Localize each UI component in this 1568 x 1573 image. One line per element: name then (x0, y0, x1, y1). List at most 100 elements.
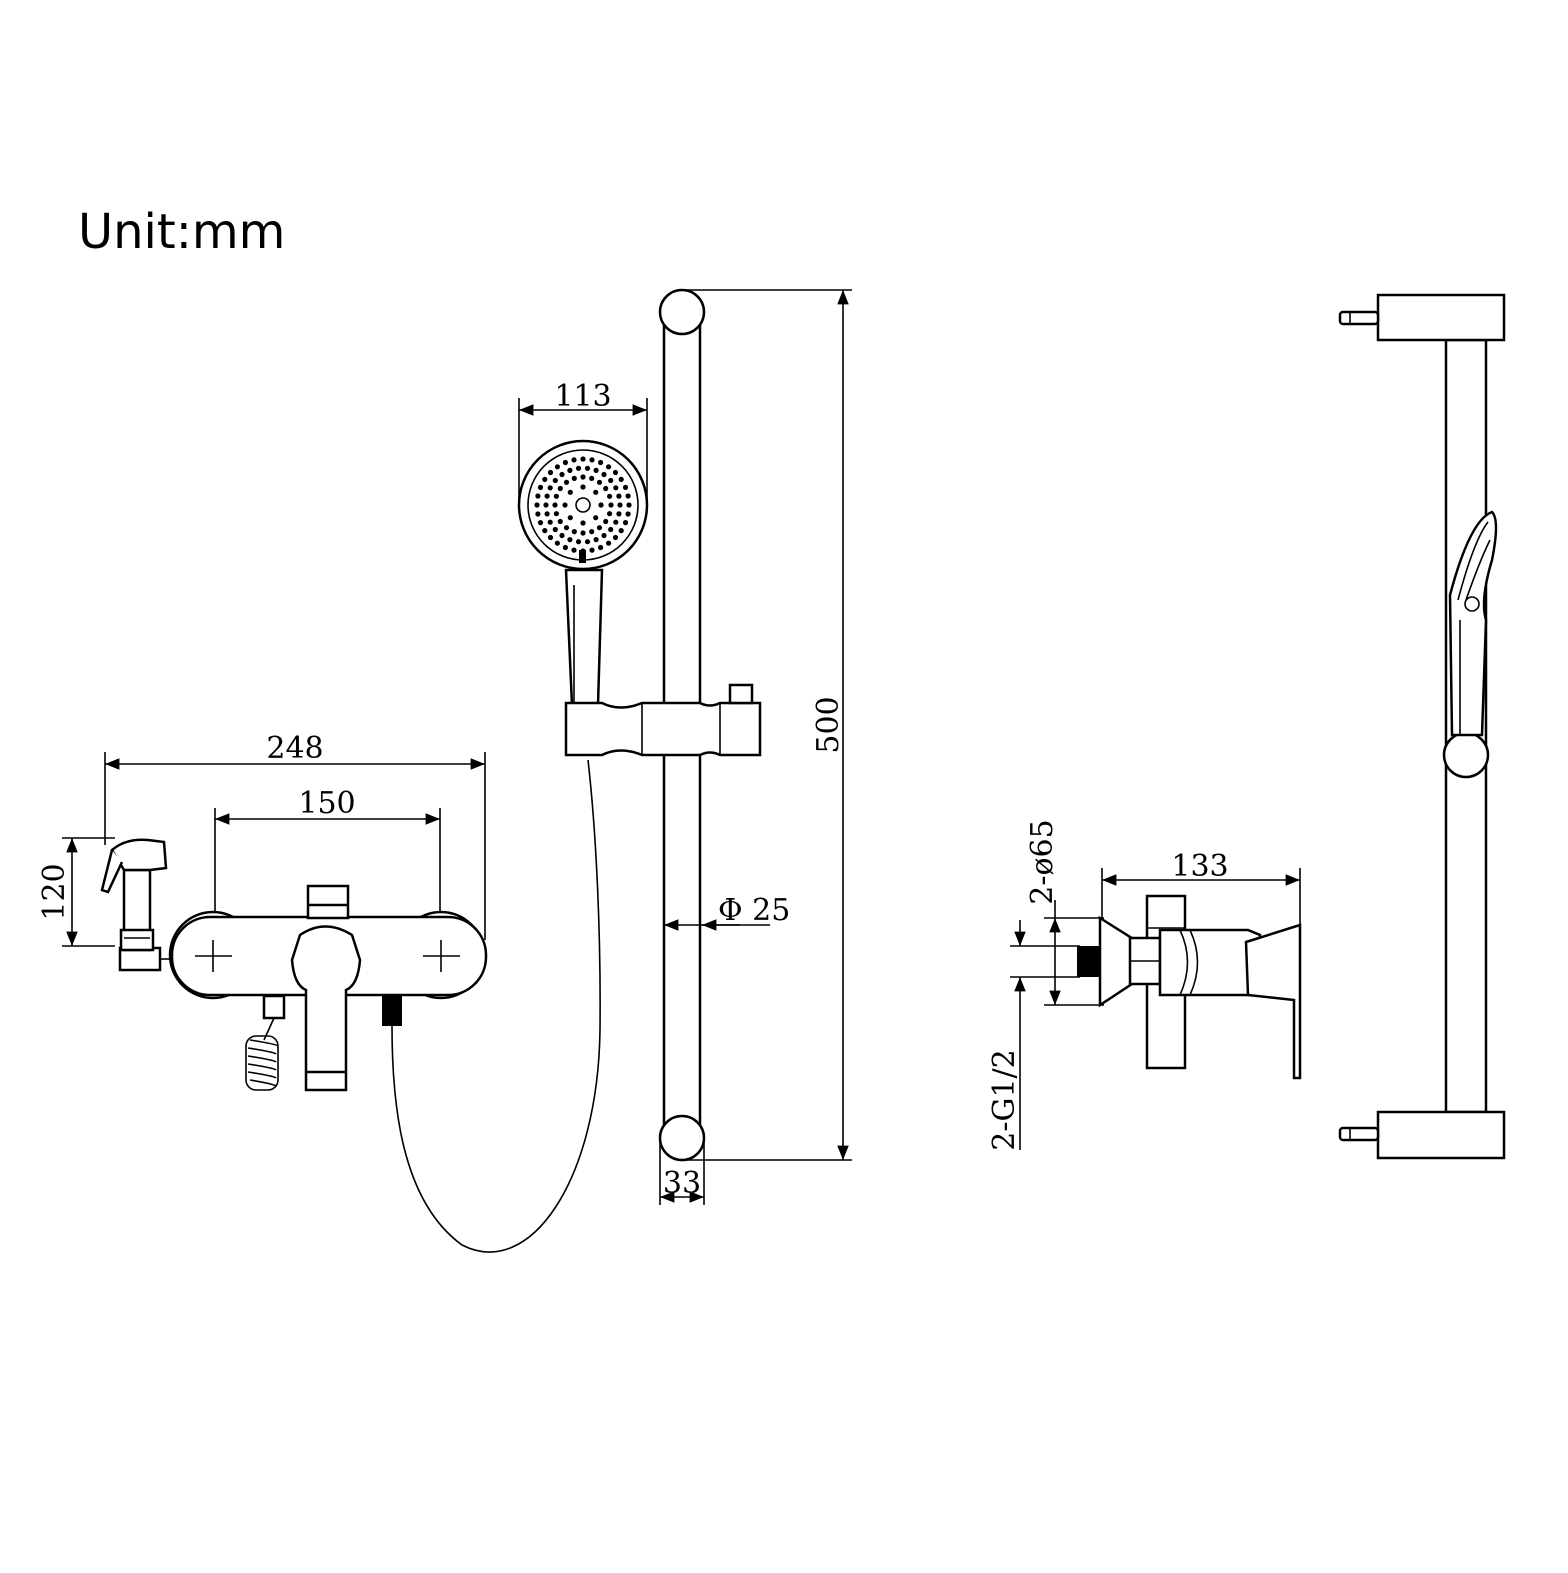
nozzle-dot (584, 465, 591, 471)
nozzle-dot (552, 502, 558, 508)
sprayer-bracket (118, 946, 162, 972)
dim-33: 33 (663, 1166, 701, 1201)
mixer-front-view: 248 150 120 (37, 731, 488, 1092)
slide-rail-front: 500 Φ 25 33 (564, 288, 852, 1205)
mixer-side-view: 133 2-ø65 2-G1/2 (987, 819, 1302, 1151)
nozzle-dot (608, 477, 614, 484)
nozzle-dot (537, 520, 544, 526)
nozzle-dot (618, 476, 624, 482)
nozzle-dot (596, 525, 603, 531)
nozzle-dot (607, 493, 613, 499)
nozzle-dot (593, 467, 599, 473)
nozzle-dot (616, 511, 622, 517)
nozzle-dot (535, 493, 541, 499)
nozzle-dot (552, 526, 558, 533)
hand-shower: 113 (517, 379, 649, 707)
nozzle-dot (557, 518, 563, 525)
side-slider (1442, 731, 1490, 779)
hose-connector (382, 994, 402, 1026)
nozzle-dot (618, 528, 624, 534)
dim-248: 248 (266, 731, 323, 766)
nozzle-dot (603, 518, 609, 525)
nozzle-dot (571, 475, 577, 481)
nozzle-dot (589, 457, 595, 463)
nozzle-dot (593, 537, 599, 543)
nozzle-dot (547, 485, 553, 491)
dim-113: 113 (554, 379, 611, 414)
nozzle-dot (553, 493, 560, 499)
dim-120: 120 (37, 863, 72, 920)
nozzle-dot (554, 540, 561, 546)
nozzle-dot (534, 502, 540, 508)
nozzle-dot (598, 502, 604, 508)
dim-phi25: Φ 25 (718, 893, 790, 928)
nozzle-dot (606, 540, 612, 546)
nozzle-dot (567, 467, 573, 473)
mixer-handle (290, 925, 362, 1092)
nozzle-dot (622, 484, 629, 490)
nozzle-dot (562, 502, 568, 508)
nozzle-dot (617, 502, 623, 508)
nozzle-dot (543, 502, 549, 508)
nozzle-dot (571, 457, 577, 463)
inlet-thread (1077, 946, 1099, 977)
dim-2-G1-2: 2-G1/2 (987, 1049, 1022, 1150)
nozzle-dot (601, 471, 607, 478)
top-outlet (306, 884, 350, 920)
nozzle-dot (547, 534, 554, 541)
nozzle-dot (580, 456, 586, 462)
nozzle-dot (584, 539, 591, 545)
nozzle-dot (622, 520, 629, 526)
nozzle-dot (571, 529, 577, 535)
nozzle-dot (535, 511, 541, 517)
nozzle-dot (616, 493, 622, 499)
dim-2-phi65: 2-ø65 (1025, 819, 1060, 904)
nozzle-dot (601, 532, 607, 539)
nozzle-dot (567, 489, 573, 495)
side-top-bracket (1376, 293, 1506, 342)
nozzle-dot (542, 528, 548, 534)
nozzle-dot (596, 479, 603, 485)
nozzle-dot (562, 459, 569, 466)
nozzle-dot (559, 532, 565, 539)
nozzle-dot (613, 485, 619, 491)
nozzle-pattern (534, 456, 632, 554)
coiled-hose (245, 1017, 279, 1091)
nozzle-dot (589, 547, 595, 553)
nozzle-dot (598, 544, 604, 551)
nozzle-dot (554, 464, 561, 470)
unit-label: Unit:mm (78, 204, 286, 260)
nozzle-dot (613, 519, 619, 525)
dim-133: 133 (1171, 849, 1228, 884)
nozzle-dot (593, 515, 599, 521)
nozzle-dot (612, 469, 619, 476)
side-handle (1244, 923, 1302, 1080)
side-bottom-bracket (1376, 1110, 1506, 1160)
nozzle-dot (537, 484, 544, 490)
side-hand-shower (1448, 510, 1498, 737)
nozzle-dot (567, 515, 573, 521)
dim-150: 150 (298, 786, 355, 821)
bidet-sprayer (100, 838, 168, 952)
nozzle-dot (553, 511, 560, 517)
nozzle-dot (598, 459, 604, 466)
rail-slider (564, 701, 762, 757)
dim-500: 500 (811, 696, 846, 753)
nozzle-dot (542, 476, 548, 482)
nozzle-dot (580, 474, 586, 480)
nozzle-dot (575, 539, 582, 545)
nozzle-dot (552, 477, 558, 484)
nozzle-dot (563, 479, 570, 485)
shower-hose (391, 759, 601, 1253)
slide-rail-side (1338, 293, 1506, 1160)
nozzle-dot (563, 525, 570, 531)
nozzle-dot (580, 520, 586, 526)
nozzle-dot (593, 489, 599, 495)
nozzle-dot (606, 464, 612, 470)
nozzle-dot (589, 529, 595, 535)
nozzle-dot (571, 547, 577, 553)
nozzle-dot (580, 530, 586, 536)
slider-knob (728, 683, 754, 705)
